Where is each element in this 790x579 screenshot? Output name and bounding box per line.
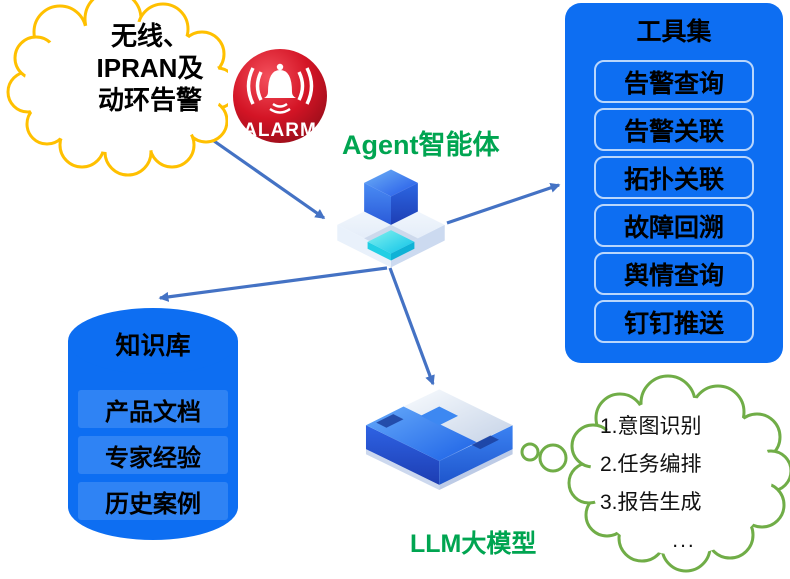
thought-line-intent-recognition: 1.意图识别 [600,415,702,438]
tool-sentiment-query: 舆情查询 [594,252,754,295]
bell-glyph [246,63,314,114]
arrow-agent-to-toolset [446,182,561,225]
thought-line-task-orchestration: 2.任务编排 [600,453,702,476]
knowledge-base-cylinder: 知识库 产品文档 专家经验 历史案例 [68,308,238,540]
thought-line-ellipsis: ... [672,529,696,552]
knowledge-base-title: 知识库 [115,332,191,360]
alarm-cloud-line-3: 动环告警 [97,85,202,115]
thought-line-report-generation: 3.报告生成 [600,491,702,514]
alarm-icon-label: ALARM [243,120,317,141]
alarm-bell-icon: ALARM [228,40,332,148]
kb-item-expert-experience: 专家经验 [78,436,228,474]
thought-cloud-text: 1.意图识别 2.任务编排 3.报告生成 ... [600,408,768,560]
tool-alarm-correlation: 告警关联 [594,108,754,151]
kb-item-history-cases: 历史案例 [78,482,228,520]
agent-label: Agent智能体 [342,130,500,160]
toolset-title: 工具集 [636,18,712,46]
arrow-agent-to-knowledge-base [158,266,388,302]
arrow-alarm-to-agent [213,139,326,220]
llm-label: LLM大模型 [410,530,537,558]
thought-cloud-shape [520,374,790,573]
tool-alarm-query: 告警查询 [594,60,754,103]
tool-topology-correlation: 拓扑关联 [594,156,754,199]
agent-cube-icon [337,169,445,268]
arrow-agent-to-llm [388,267,435,386]
thought-trail-bubble-small [520,442,540,462]
llm-slab-icon [365,389,513,490]
tool-dingtalk-push: 钉钉推送 [594,300,754,343]
alarm-cloud-label: 无线、 IPRAN及 动环告警 [45,20,255,116]
cylinder-top [68,308,238,374]
alarm-cloud-line-2: IPRAN及 [96,53,204,83]
toolset-panel: 工具集 告警查询 告警关联 拓扑关联 故障回溯 舆情查询 钉钉推送 [565,3,783,363]
alarm-cloud-line-1: 无线、 [110,21,189,51]
kb-item-product-docs: 产品文档 [78,390,228,428]
tool-fault-traceback: 故障回溯 [594,204,754,247]
thought-trail-bubble-large [538,443,568,473]
alarm-cloud-shape [6,0,239,177]
